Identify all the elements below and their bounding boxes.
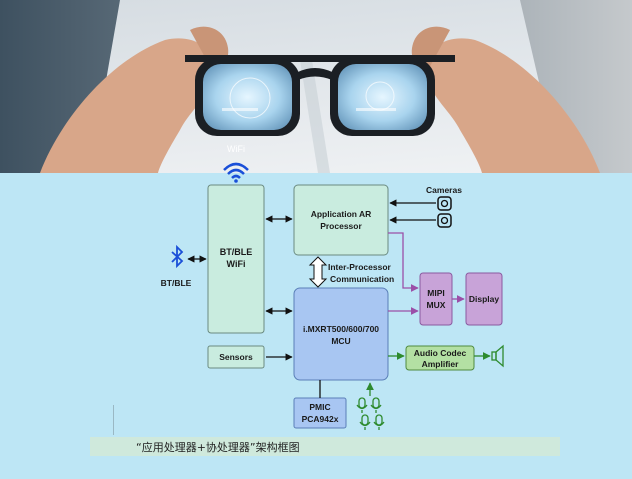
display-box xyxy=(465,272,503,326)
audio-codec-box xyxy=(405,345,475,371)
mipi-label-2: MUX xyxy=(427,300,446,310)
app-ar-processor-box xyxy=(293,184,389,256)
smart-glasses-photo xyxy=(0,0,632,173)
btble-wifi-label-1: BT/BLE xyxy=(220,247,253,257)
mcu-box xyxy=(293,287,389,381)
microphone-icon-1 xyxy=(356,397,368,413)
pmic-label-2: PCA942x xyxy=(302,414,339,424)
audio-label-2: Amplifier xyxy=(422,359,460,369)
camera-icon-2 xyxy=(437,213,452,228)
sensors-label: Sensors xyxy=(219,352,253,362)
sensors-box xyxy=(207,345,265,369)
btble-wifi-box xyxy=(207,184,265,334)
inter-processor-arrow xyxy=(308,256,328,288)
ar-mipi-connector xyxy=(388,232,419,292)
audio-label-1: Audio Codec xyxy=(414,348,467,358)
mcu-label-2: MCU xyxy=(331,336,350,346)
app-ar-label-2: Processor xyxy=(320,221,362,231)
camera-icon-1 xyxy=(437,196,452,211)
microphone-icon-3 xyxy=(359,414,371,430)
wifi-icon xyxy=(223,162,249,183)
microphone-icon-4 xyxy=(373,414,385,430)
microphone-icon-2 xyxy=(370,397,382,413)
mcu-label-1: i.MXRT500/600/700 xyxy=(303,324,379,334)
bt-ble-label: BT/BLE xyxy=(161,278,192,288)
bluetooth-icon xyxy=(171,244,184,269)
cameras-label: Cameras xyxy=(426,185,462,195)
inter-label-2: Communication xyxy=(330,274,394,284)
caption-bar xyxy=(90,437,560,456)
mipi-mux-box xyxy=(419,272,453,326)
mipi-label-1: MIPI xyxy=(427,288,444,298)
inter-label-1: Inter-Processor xyxy=(328,262,392,272)
btble-wifi-label-2: WiFi xyxy=(227,259,246,269)
figure-caption: “应用处理器+协处理器”架构框图 xyxy=(136,441,300,454)
hero-photo xyxy=(0,0,632,173)
wifi-label: WiFi xyxy=(227,144,245,154)
display-label: Display xyxy=(469,294,500,304)
app-ar-label-1: Application AR xyxy=(311,209,372,219)
caption-divider xyxy=(113,405,114,435)
pmic-label-1: PMIC xyxy=(309,402,330,412)
speaker-icon xyxy=(491,344,504,368)
